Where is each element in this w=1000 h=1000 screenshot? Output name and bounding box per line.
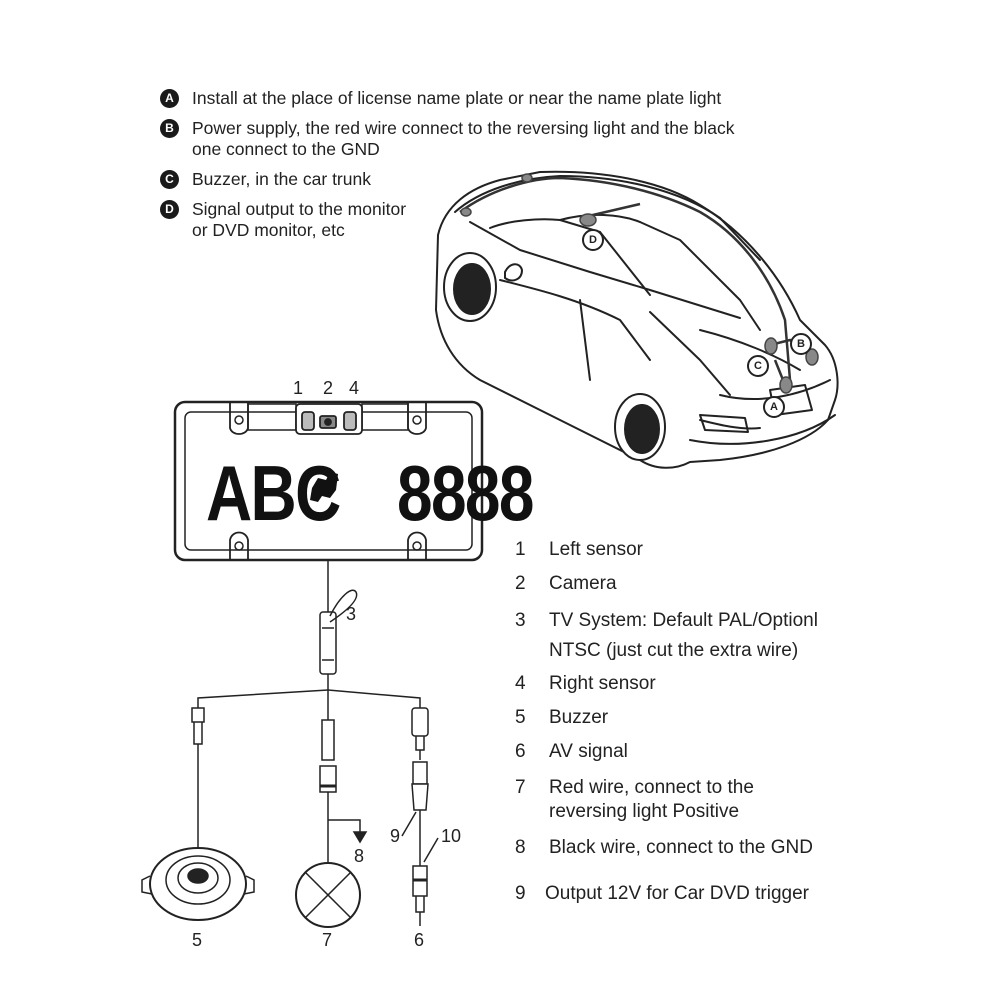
badge-c: C [160,170,179,189]
install-legend-text-c: Buzzer, in the car trunk [192,169,371,189]
car-component-dots [460,173,819,394]
car-marker-d: D [582,229,604,251]
wiring-label-5: 5 [192,930,203,950]
parts-num-6: 6 [515,741,526,762]
parts-legend-item-2: 2 Camera [515,572,895,596]
install-legend-text-b: Power supply, the red wire connect to th… [192,118,735,159]
car-marker-a: A [763,396,785,418]
parts-legend-item-8: 8 Black wire, connect to the GND [515,836,895,860]
state-silhouette-icon [310,472,338,502]
parts-num-7: 7 [515,777,526,798]
wiring-label-6: 6 [414,930,425,950]
parts-num-4: 4 [515,673,526,694]
plate-marker-4: 4 [349,378,360,398]
parts-text-9: Output 12V for Car DVD trigger [545,883,809,904]
parts-text-6: AV signal [549,741,628,762]
install-legend-text-d: Signal output to the monitor or DVD moni… [192,199,407,240]
wiring-label-3: 3 [346,604,357,624]
parts-legend-item-5: 5 Buzzer [515,706,895,730]
install-legend: A Install at the place of license name p… [160,88,780,250]
badge-d: D [160,200,179,219]
parts-text-5: Buzzer [549,707,609,728]
wiring-label-8: 8 [354,846,365,866]
badge-a: A [160,89,179,108]
car-drawing [435,170,839,469]
parts-text-7: Red wire, connect to the reversing light… [549,777,754,822]
car-wheels [443,252,666,461]
parts-text-1: Left sensor [549,539,643,560]
install-legend-text-a: Install at the place of license name pla… [192,88,722,108]
license-plate-text: ABC 8888 [206,448,534,539]
install-legend-item-d: D Signal output to the monitor or DVD mo… [160,199,422,241]
camera-module [295,403,363,435]
plate-marker-2: 2 [323,378,334,398]
plate-text-left: ABC [206,449,341,537]
install-legend-item-b: B Power supply, the red wire connect to … [160,118,762,160]
wiring-label-9: 9 [390,826,401,846]
wiring-schematic [141,560,439,928]
parts-num-8: 8 [515,837,526,858]
parts-legend: 1 Left sensor 2 Camera 3 TV System: Defa… [515,538,895,906]
parts-num-5: 5 [515,707,526,728]
install-legend-item-a: A Install at the place of license name p… [160,88,780,109]
wiring-label-7: 7 [322,930,333,950]
parts-num-2: 2 [515,573,526,594]
parts-text-8: Black wire, connect to the GND [549,837,813,858]
parts-text-4: Right sensor [549,673,656,694]
plate-text-right: 8888 [397,449,534,537]
parts-num-1: 1 [515,539,526,560]
car-marker-b: B [790,333,812,355]
car-marker-c: C [747,355,769,377]
parts-legend-item-6: 6 AV signal [515,740,895,764]
parts-legend-item-7: 7 Red wire, connect to the reversing lig… [515,776,799,824]
plate-marker-1: 1 [293,378,304,398]
parts-num-9: 9 [515,883,526,904]
parts-text-3: TV System: Default PAL/Optionl NTSC (jus… [549,610,818,661]
parts-num-3: 3 [515,610,526,631]
wiring-label-10: 10 [441,826,462,846]
parts-legend-item-4: 4 Right sensor [515,672,895,696]
parts-legend-item-1: 1 Left sensor [515,538,895,562]
parts-legend-item-9: 9 Output 12V for Car DVD trigger [515,882,895,906]
install-legend-item-c: C Buzzer, in the car trunk [160,169,780,190]
badge-b: B [160,119,179,138]
parts-text-2: Camera [549,573,617,594]
parts-legend-item-3: 3 TV System: Default PAL/Optionl NTSC (j… [515,606,869,666]
